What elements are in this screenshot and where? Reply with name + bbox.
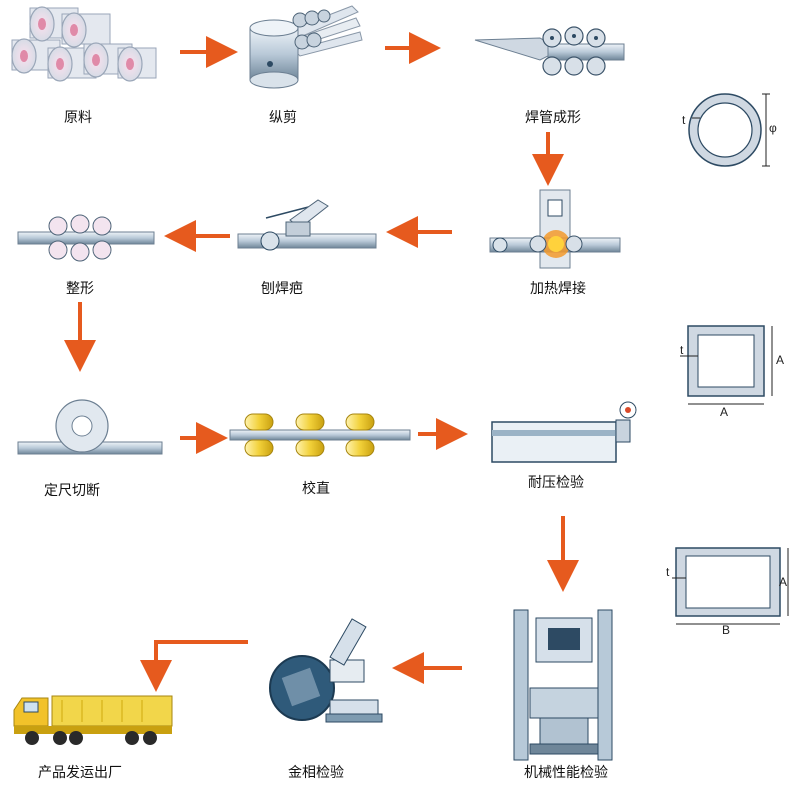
square-a-bottom-label: A — [720, 405, 728, 419]
step-label-ship: 产品发运出厂 — [38, 765, 122, 781]
arrow-metallo-to-ship — [140, 640, 248, 692]
rect-b-label: B — [722, 623, 730, 637]
slitting-illustration — [249, 5, 363, 89]
round-t-label: t — [682, 113, 686, 127]
square-section-diagram: t A A — [680, 325, 784, 419]
step-label-raw: 原料 — [64, 110, 92, 126]
mechanical-test-illustration — [513, 609, 613, 761]
cutting-illustration — [17, 399, 163, 455]
step-label-size: 整形 — [66, 281, 94, 297]
square-a-right-label: A — [776, 353, 784, 367]
rect-t-label: t — [666, 565, 670, 579]
welding-illustration — [489, 189, 621, 269]
rect-section-diagram: t B A — [666, 547, 789, 637]
straightening-illustration — [229, 413, 411, 457]
round-section-diagram: t φ — [682, 93, 777, 167]
round-d-label: φ — [769, 121, 777, 135]
truck-illustration — [13, 695, 173, 745]
step-label-cut: 定尺切断 — [44, 483, 100, 499]
step-label-pressure: 耐压检验 — [528, 475, 584, 491]
rect-a-label: A — [779, 575, 787, 589]
forming-illustration — [474, 26, 625, 76]
step-label-deburr: 刨焊疤 — [261, 281, 303, 297]
step-label-mechanical: 机械性能检验 — [524, 765, 608, 781]
step-label-metallographic: 金相检验 — [288, 765, 344, 781]
step-label-slit: 纵剪 — [269, 110, 297, 126]
step-label-straighten: 校直 — [302, 481, 330, 497]
metallographic-illustration — [269, 618, 383, 723]
pressure-test-illustration — [491, 401, 637, 463]
sizing-illustration — [17, 214, 155, 262]
deburring-illustration — [237, 199, 377, 251]
step-label-form: 焊管成形 — [525, 110, 581, 126]
square-t-label: t — [680, 343, 684, 357]
step-label-weld: 加热焊接 — [530, 281, 586, 297]
raw-coils-illustration — [11, 6, 157, 82]
flow-arrows — [64, 32, 579, 692]
